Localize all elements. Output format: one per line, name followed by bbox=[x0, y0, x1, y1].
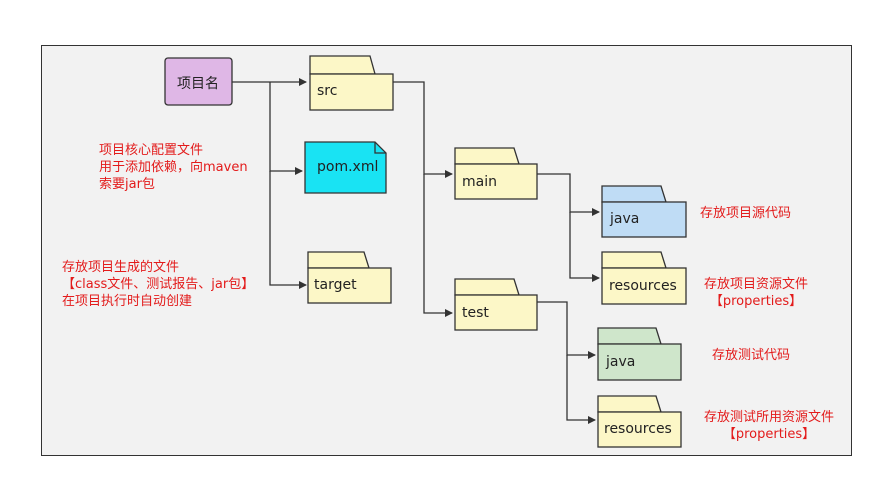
pom-note: 项目核心配置文件 用于添加依赖，向maven 索要jar包 bbox=[99, 142, 248, 193]
folder-main bbox=[454, 147, 538, 200]
connector-test-resources bbox=[566, 355, 596, 424]
connector-src-test bbox=[423, 174, 453, 317]
note-line: 存放测试所用资源文件 bbox=[704, 410, 835, 425]
connector-test-java bbox=[537, 301, 596, 359]
main-resources-note: 存放项目资源文件 【properties】 bbox=[704, 276, 808, 310]
note-line: 存放项目源代码 bbox=[700, 206, 792, 221]
diagram-frame bbox=[41, 45, 852, 456]
folder-test bbox=[454, 278, 538, 331]
folder-main-resources bbox=[601, 251, 687, 305]
note-line: 存放项目生成的文件 bbox=[62, 260, 180, 275]
connector-main-resources bbox=[569, 212, 600, 282]
test-resources-note: 存放测试所用资源文件 【properties】 bbox=[704, 409, 834, 443]
test-java-label: java bbox=[606, 354, 636, 370]
folder-test-java bbox=[597, 327, 682, 381]
note-line: 【properties】 bbox=[709, 294, 803, 309]
root-node bbox=[164, 57, 233, 106]
connectors bbox=[232, 78, 600, 424]
file-pom bbox=[304, 141, 387, 194]
main-resources-label: resources bbox=[609, 278, 677, 294]
connector-root-pom bbox=[269, 82, 303, 175]
note-line: 在项目执行时自动创建 bbox=[62, 294, 193, 309]
root-label: 项目名 bbox=[177, 76, 219, 92]
target-note: 存放项目生成的文件 【class文件、测试报告、jar包】 在项目执行时自动创建 bbox=[62, 259, 254, 310]
test-label: test bbox=[462, 305, 489, 321]
note-line: 【properties】 bbox=[722, 427, 816, 442]
note-line: 存放测试代码 bbox=[712, 348, 791, 363]
pom-label: pom.xml bbox=[317, 159, 379, 175]
folder-target bbox=[307, 251, 392, 304]
folder-src bbox=[309, 55, 394, 111]
folder-main-java bbox=[601, 185, 687, 238]
note-line: 存放项目资源文件 bbox=[704, 277, 809, 292]
main-label: main bbox=[462, 174, 497, 190]
main-java-note: 存放项目源代码 bbox=[700, 205, 791, 222]
connector-main-java bbox=[537, 173, 600, 216]
connector-src-main bbox=[393, 81, 453, 178]
test-java-note: 存放测试代码 bbox=[712, 347, 790, 364]
main-java-label: java bbox=[610, 211, 640, 227]
note-line: 【class文件、测试报告、jar包】 bbox=[62, 277, 255, 292]
note-line: 索要jar包 bbox=[99, 177, 155, 192]
src-label: src bbox=[317, 83, 338, 99]
note-line: 用于添加依赖，向maven bbox=[99, 160, 248, 175]
connector-root-target bbox=[269, 171, 307, 289]
folder-test-resources bbox=[597, 395, 682, 448]
target-label: target bbox=[314, 277, 357, 293]
note-line: 项目核心配置文件 bbox=[99, 143, 204, 158]
test-resources-label: resources bbox=[604, 421, 672, 437]
